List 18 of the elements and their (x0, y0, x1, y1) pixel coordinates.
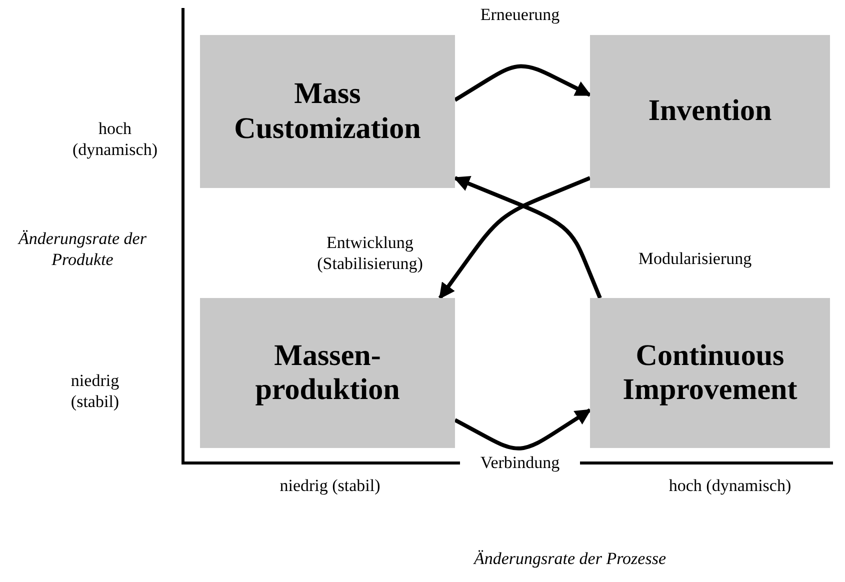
curved-arrow (454, 176, 602, 299)
curved-arrow (454, 408, 592, 450)
axis-value-label: hoch (dynamisch) (72, 118, 158, 160)
axis-value-label: niedrig (stabil) (278, 475, 382, 496)
axis-title: Änderungsrate der Prozesse (472, 548, 667, 570)
box-title: Continuous Improvement (622, 338, 798, 408)
curved-arrow (438, 176, 591, 300)
process-box (200, 298, 455, 448)
axis-value-label: hoch (dynamisch) (668, 475, 792, 496)
box-title: Massen- produktion (254, 338, 401, 408)
box-title: Invention (648, 94, 772, 129)
axis-value-label: niedrig (stabil) (70, 370, 120, 412)
box-title: Mass Customization (233, 77, 422, 146)
process-box (590, 35, 830, 188)
axis-title: Änderungsrate der Produkte (16, 228, 148, 270)
process-box (200, 35, 455, 188)
process-box (590, 298, 830, 448)
curved-arrow (454, 64, 592, 102)
